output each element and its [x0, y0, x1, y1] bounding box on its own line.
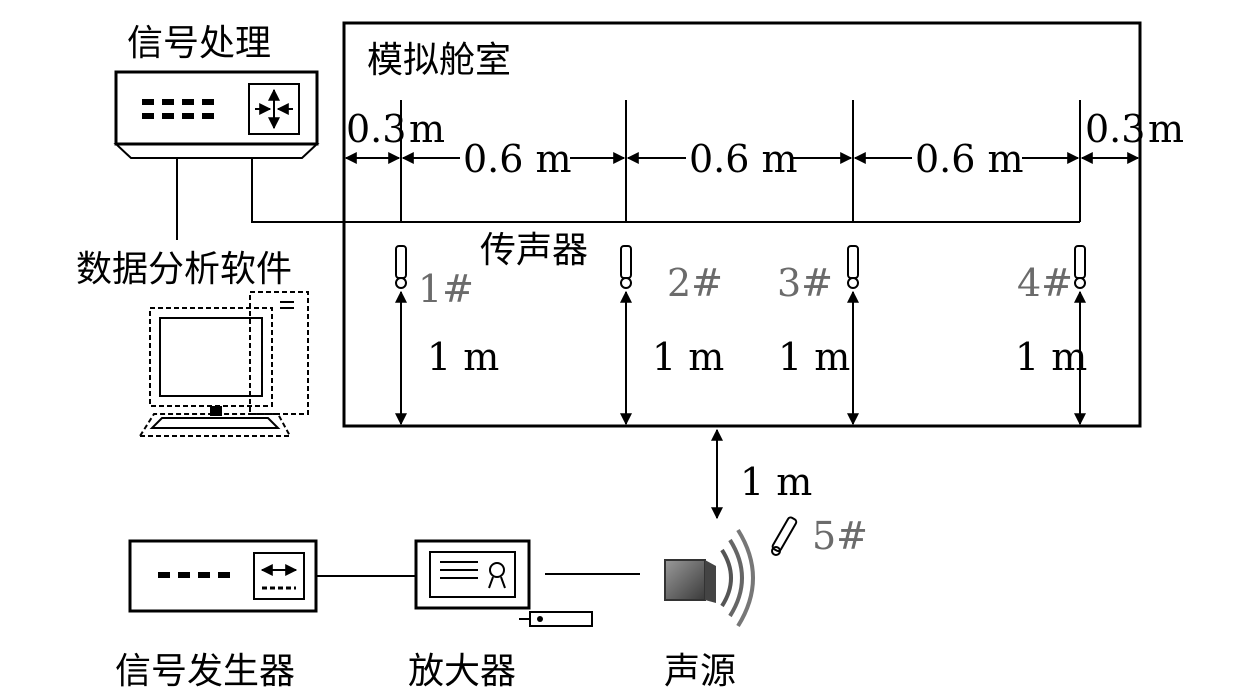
edge-left-value: 0.3 [346, 107, 406, 151]
spacing-2: 0.6 m [689, 137, 798, 181]
amplifier: 放大器 [408, 539, 593, 692]
edge-right-value: 0.3 [1085, 107, 1145, 151]
mic-2-id: 2# [667, 261, 723, 305]
generator-ports-icon [158, 572, 230, 578]
spacing-1: 0.6 m [463, 137, 572, 181]
computer-icon [138, 291, 309, 437]
microphone-label: 传声器 [480, 230, 588, 271]
microphone-4 [1074, 245, 1086, 289]
mic-reference-lines [400, 100, 1081, 222]
vertical-dimensions [395, 290, 1086, 426]
source-distance-label: 1 m [740, 460, 812, 504]
simulated-cabin-label: 模拟舱室 [367, 40, 511, 81]
processor-base [113, 143, 320, 159]
height-label-2: 1 m [652, 335, 724, 379]
mic-5-id: 5# [812, 514, 868, 558]
height-label-1: 1 m [427, 335, 499, 379]
signal-generator-label: 信号发生器 [115, 651, 295, 692]
amplifier-label: 放大器 [408, 651, 516, 692]
signal-processing-label: 信号处理 [127, 23, 271, 64]
height-label-4: 1 m [1015, 335, 1087, 379]
edge-right-unit: m [1148, 107, 1184, 151]
microphone-5 [771, 516, 798, 556]
edge-left-unit: m [409, 107, 445, 151]
microphone-cable [251, 158, 1080, 223]
data-analysis-software-label: 数据分析软件 [76, 249, 292, 290]
mic-4-id: 4# [1017, 261, 1073, 305]
processor-ports-icon [142, 99, 214, 119]
mic-3-id: 3# [777, 261, 833, 305]
signal-generator: 信号发生器 [115, 539, 318, 692]
processor-switch-icon [248, 83, 300, 135]
speaker-icon [664, 528, 755, 628]
cabin-outline [342, 21, 1142, 428]
sound-source-label: 声源 [664, 651, 736, 692]
mic-1-id: 1# [418, 267, 474, 311]
spacing-3: 0.6 m [915, 137, 1024, 181]
generator-display-icon [253, 552, 305, 600]
microphone-1 [395, 245, 407, 289]
height-label-3: 1 m [778, 335, 850, 379]
simulated-cabin: 模拟舱室 [342, 21, 1142, 428]
microphone-2 [620, 245, 632, 289]
microphone-3 [847, 245, 859, 289]
signal-processor: 信号处理 [113, 23, 320, 159]
